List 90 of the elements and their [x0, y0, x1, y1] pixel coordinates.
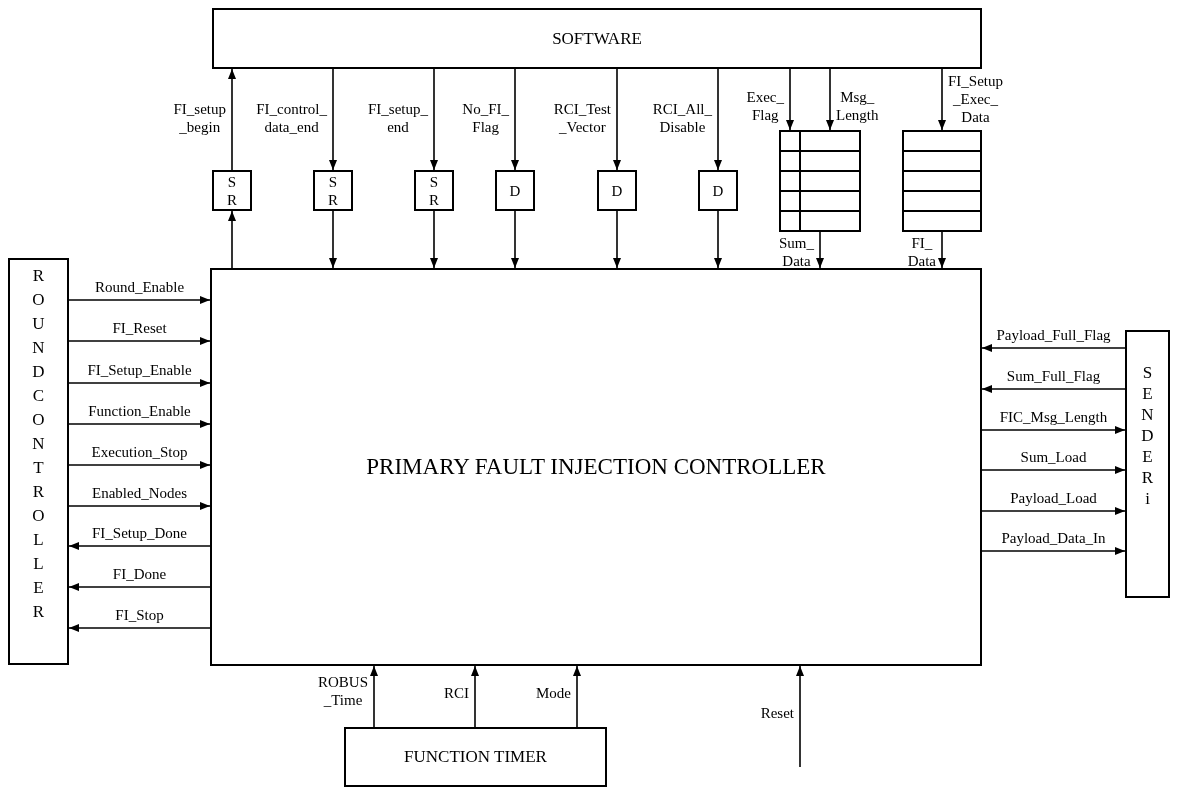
block-box [8, 258, 69, 665]
flip-flop-box [414, 170, 454, 211]
arrow [228, 68, 236, 171]
edge-label: Payload_Load [1010, 489, 1097, 507]
edge-label: ROBUS _Time [317, 673, 368, 709]
arrow [511, 210, 519, 269]
arrow [68, 542, 211, 550]
edge-label: No_FI_ Flag [462, 100, 509, 136]
flip-flop-box [698, 170, 738, 211]
arrow [370, 665, 378, 728]
edge-label: FI_Setup_Enable [87, 361, 192, 379]
arrow [68, 296, 211, 304]
arrow [68, 337, 211, 345]
edge-label: Sum_Load [1020, 448, 1087, 466]
arrow [714, 210, 722, 269]
edge-label: FI_Reset [112, 319, 167, 337]
edge-label: FI_Setup _Exec_ Data [948, 72, 1003, 126]
arrow [329, 68, 337, 171]
arrow [68, 502, 211, 510]
arrow [511, 68, 519, 171]
block-label: D [611, 181, 623, 200]
arrow [938, 231, 946, 269]
edge-label: Mode [536, 684, 571, 702]
arrow [430, 210, 438, 269]
edge-label: FI_ Data [907, 234, 936, 270]
edge-label: FI_Stop [115, 606, 164, 624]
block-label: D [509, 181, 521, 200]
edge-label: Execution_Stop [91, 443, 188, 461]
edge-label: FIC_Msg_Length [999, 408, 1108, 426]
block-box [1125, 330, 1170, 598]
edge-label: FI_setup _begin [173, 100, 226, 136]
edge-label: Enabled_Nodes [92, 484, 187, 502]
flip-flop-box [495, 170, 535, 211]
arrow [714, 68, 722, 171]
flip-flop-box [313, 170, 353, 211]
edge-label: Sum_Full_Flag [1006, 367, 1101, 385]
block-label: S R [226, 172, 238, 209]
arrow [613, 210, 621, 269]
flip-flop-box [212, 170, 252, 211]
arrow [981, 507, 1126, 515]
arrow [816, 231, 824, 269]
arrow [471, 665, 479, 728]
edge-label: FI_Done [112, 565, 167, 583]
edge-label: Exec_ Flag [746, 88, 784, 124]
edge-label: Payload_Data_In [1001, 529, 1106, 547]
arrow [796, 665, 804, 768]
edge-label: Sum_ Data [779, 234, 814, 270]
block-label: D [712, 181, 724, 200]
arrow [573, 665, 581, 728]
edge-label: RCI_All_ Disable [652, 100, 712, 136]
arrow [329, 210, 337, 269]
block-label: SENDER i [1140, 362, 1155, 509]
block-box [210, 268, 982, 666]
block-label: S R [428, 172, 440, 209]
edge-label: Round_Enable [94, 278, 185, 296]
edge-label: RCI_Test _Vector [553, 100, 611, 136]
arrow [981, 385, 1126, 393]
edge-label: FI_Setup_Done [92, 524, 187, 542]
register-box [902, 130, 982, 232]
arrow [68, 420, 211, 428]
arrow [68, 461, 211, 469]
arrow [228, 210, 236, 269]
block-label: SOFTWARE [552, 27, 642, 50]
arrow [938, 68, 946, 131]
arrow [68, 583, 211, 591]
block-label: PRIMARY FAULT INJECTION CONTROLLER [366, 452, 826, 481]
edge-label: Reset [760, 704, 794, 722]
arrow [981, 426, 1126, 434]
block-box [344, 727, 607, 787]
arrow [981, 466, 1126, 474]
flip-flop-box [597, 170, 637, 211]
arrow [786, 68, 794, 131]
block-label: ROUND CONTROLLER [31, 265, 46, 623]
block-box [212, 8, 982, 69]
arrow [981, 547, 1126, 555]
edge-label: Function_Enable [88, 402, 191, 420]
edge-label: FI_control_ data_end [256, 100, 327, 136]
arrow [68, 624, 211, 632]
arrow [613, 68, 621, 171]
arrow [430, 68, 438, 171]
block-label: S R [327, 172, 339, 209]
register-box [779, 130, 861, 232]
edge-label: Msg_ Length [836, 88, 879, 124]
arrow [826, 68, 834, 131]
arrow [68, 379, 211, 387]
edge-label: FI_setup_ end [368, 100, 428, 136]
edge-label: Payload_Full_Flag [996, 326, 1111, 344]
block-label: FUNCTION TIMER [404, 746, 547, 769]
edge-label: RCI [444, 684, 469, 702]
arrow [981, 344, 1126, 352]
